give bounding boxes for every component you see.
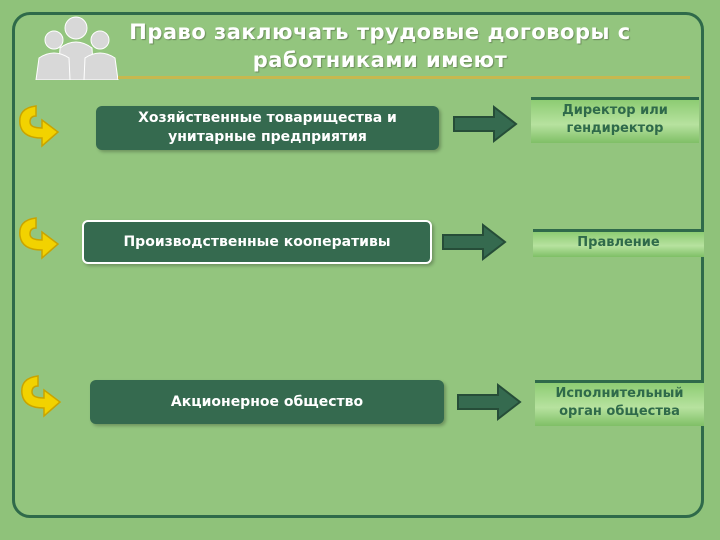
title-underline	[118, 76, 690, 79]
curved-arrow-icon	[19, 217, 60, 260]
authority-box-executive: Исполнительный орган общества	[535, 380, 704, 426]
authority-box-board: Правление	[533, 229, 704, 257]
slide-frame	[12, 12, 704, 518]
curved-arrow-icon	[21, 375, 62, 418]
people-silhouette-icon	[35, 16, 119, 80]
right-arrow-icon	[442, 222, 507, 262]
entity-box-cooperatives: Производственные кооперативы	[82, 220, 432, 264]
entity-box-partnerships: Хозяйственные товарищества и унитарные п…	[96, 106, 439, 150]
page-title: Право заключать трудовые договоры с рабо…	[129, 20, 631, 72]
curved-arrow-icon	[19, 105, 60, 148]
authority-box-director: Директор или гендиректор	[531, 97, 699, 143]
right-arrow-icon	[457, 382, 522, 422]
entity-box-joint-stock: Акционерное общество	[90, 380, 444, 424]
right-arrow-icon	[453, 104, 518, 144]
